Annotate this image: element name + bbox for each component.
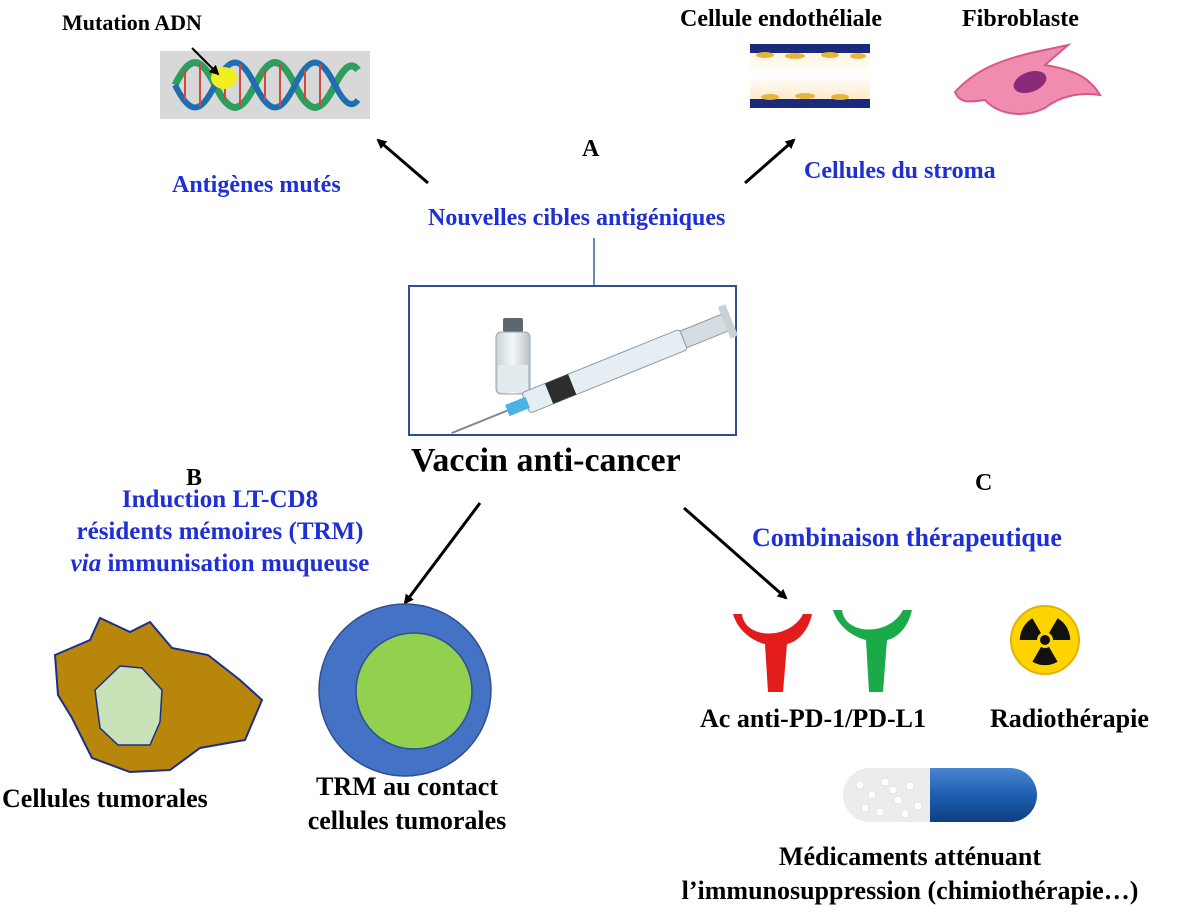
- panel-c-letter: C: [975, 470, 993, 496]
- antibody-green-icon: [833, 610, 912, 692]
- vaccine-label: Vaccin anti-cancer: [411, 442, 681, 479]
- combination-therapy-label: Combinaison thérapeutique: [752, 523, 1062, 552]
- panel-a-letter: A: [582, 136, 600, 162]
- tumor-cells-label: Cellules tumorales: [2, 784, 208, 813]
- induction-line-2: résidents mémoires (TRM): [76, 518, 364, 545]
- blood-vessel-icon: [750, 44, 870, 108]
- new-antigenic-targets-label: Nouvelles cibles antigéniques: [428, 205, 726, 231]
- drugs-line-2: l’immunosuppression (chimiothérapie…): [681, 876, 1139, 905]
- tumor-cell-icon: [53, 616, 264, 774]
- vaccine-syringe-icon: [408, 285, 739, 436]
- endothelial-cell-label: Cellule endothéliale: [680, 6, 882, 32]
- arrow-to-combination: [683, 506, 788, 600]
- antibody-red-icon: [733, 614, 812, 692]
- arrow-to-stroma: [744, 138, 796, 185]
- induction-line-1: Induction LT-CD8: [121, 486, 319, 513]
- trm-cell-icon: [318, 603, 492, 777]
- induction-line-3: via immunisation muqueuse: [20, 548, 420, 580]
- arrow-to-trm: [403, 502, 482, 605]
- trm-contact-line-2: cellules tumorales: [307, 806, 507, 835]
- dna-helix-icon: [160, 47, 370, 119]
- panel-b-letter: B: [186, 465, 203, 491]
- drugs-label: Médicaments atténuant l’immunosuppressio…: [620, 840, 1200, 908]
- trm-contact-label: TRM au contact cellules tumorales: [282, 770, 532, 838]
- antibodies-label: Ac anti-PD-1/PD-L1: [700, 704, 927, 733]
- fibroblast-icon: [953, 43, 1102, 115]
- fibroblast-label: Fibroblaste: [962, 6, 1079, 32]
- induction-line-3-rest: immunisation muqueuse: [101, 550, 370, 577]
- stroma-cells-label: Cellules du stroma: [804, 158, 996, 184]
- induction-via: via: [70, 550, 102, 577]
- radiotherapy-label: Radiothérapie: [990, 704, 1149, 733]
- induction-text: Induction LT-CD8 résidents mémoires (TRM…: [20, 484, 420, 580]
- dna-mutation-label: Mutation ADN: [62, 10, 202, 35]
- drugs-line-1: Médicaments atténuant: [778, 842, 1042, 871]
- capsule-icon: [843, 768, 1037, 822]
- mutated-antigens-label: Antigènes mutés: [172, 172, 341, 198]
- arrow-to-mutated-antigens: [376, 138, 429, 185]
- trm-contact-line-1: TRM au contact: [316, 772, 498, 801]
- radiation-icon: [1010, 605, 1080, 675]
